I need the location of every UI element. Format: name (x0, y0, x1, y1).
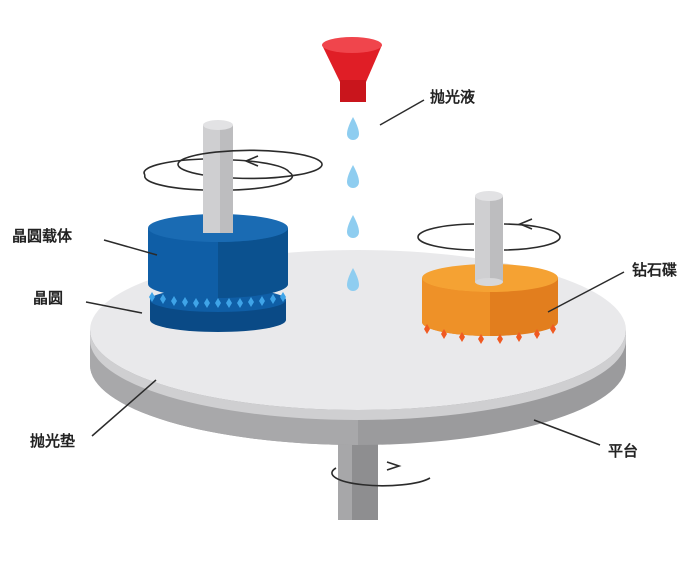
label-diamond-disc: 钻石碟 (632, 261, 677, 279)
carrier-rotation-arrow-icon (143, 149, 323, 191)
leader-wafer (85, 301, 143, 314)
slurry-droplets (347, 117, 359, 291)
diamond-sparkles (424, 324, 556, 344)
droplet-3 (347, 215, 359, 238)
platen-spindle (338, 440, 378, 520)
wafer-sparkles (149, 292, 286, 308)
label-wafer: 晶圆 (33, 289, 63, 307)
diamond-disc (422, 191, 558, 336)
platen-rotation-arrow-icon (331, 461, 431, 487)
droplet-4 (347, 268, 359, 291)
label-wafer-carrier: 晶圆载体 (12, 227, 73, 245)
label-polishing-pad: 抛光垫 (30, 432, 75, 450)
label-platen: 平台 (608, 442, 638, 460)
leader-polishing-liquid (379, 99, 425, 126)
leader-diamond-disc (547, 271, 625, 313)
leader-polishing-pad (91, 379, 157, 437)
label-polishing-liquid: 抛光液 (430, 88, 476, 106)
leader-lines (85, 99, 625, 446)
droplet-1 (347, 117, 359, 140)
leader-platen (533, 419, 601, 446)
disc-rotation-arrow-icon (417, 218, 561, 251)
droplet-2 (347, 165, 359, 188)
leader-wafer-carrier (103, 239, 158, 256)
slurry-nozzle (322, 37, 382, 102)
